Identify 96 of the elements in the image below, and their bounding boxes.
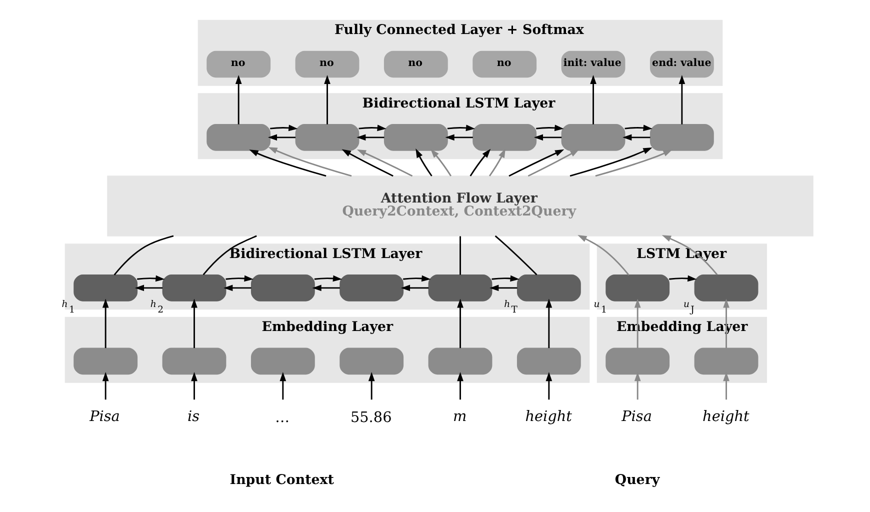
- arrow: [508, 149, 564, 177]
- arrow: [312, 284, 340, 292]
- arrow: [102, 298, 109, 348]
- arrow: [268, 147, 352, 177]
- arrow: [249, 150, 326, 177]
- arrow: [470, 148, 491, 176]
- arrow: [102, 372, 109, 400]
- node-box: [561, 124, 626, 151]
- arrow: [590, 74, 596, 124]
- arrow: [280, 372, 286, 400]
- node-box: [74, 274, 138, 302]
- arrow: [570, 148, 652, 177]
- arrow: [624, 124, 652, 132]
- node-text: height: [702, 409, 750, 426]
- arrow: [403, 275, 431, 282]
- arrow: [457, 298, 464, 348]
- node-box: init: value: [561, 50, 626, 78]
- node-box: [650, 124, 714, 151]
- arrow: [490, 284, 518, 292]
- arrow: [723, 372, 730, 400]
- arrow: [622, 134, 650, 141]
- arrow: [578, 235, 630, 276]
- connector: [114, 235, 174, 276]
- arrow: [137, 275, 165, 282]
- arrow: [662, 235, 718, 276]
- node-box: [472, 124, 537, 151]
- node-box: Attention Flow Layer Query2Context, Context2Query: [107, 176, 814, 236]
- label: Input Context: [230, 472, 334, 488]
- arrow: [270, 124, 298, 132]
- node-box: no: [206, 50, 271, 78]
- connector: [494, 235, 538, 276]
- arrow: [235, 74, 242, 124]
- node-box: [206, 124, 271, 151]
- arrow: [528, 149, 580, 177]
- arrow: [430, 148, 452, 176]
- node-box: [428, 348, 492, 375]
- node-text: Pisa: [90, 409, 120, 426]
- node-box: [250, 348, 315, 375]
- node-box: [516, 274, 581, 302]
- node-box: no: [472, 50, 537, 78]
- arrow: [358, 124, 386, 132]
- arrow: [546, 372, 552, 400]
- arrow: [546, 298, 552, 348]
- arrow: [224, 284, 252, 292]
- arrow: [457, 372, 464, 400]
- node-box: [250, 274, 315, 302]
- arrow: [595, 150, 672, 177]
- node-box: [694, 274, 758, 302]
- node-box: [606, 348, 670, 375]
- arrow: [268, 134, 296, 141]
- arrow: [314, 275, 342, 282]
- node-box: [340, 274, 404, 302]
- arrow: [226, 275, 254, 282]
- arrow: [534, 134, 562, 141]
- arrow: [356, 149, 413, 177]
- node-text: height: [525, 409, 572, 426]
- arrow: [536, 124, 564, 132]
- node-text: …: [275, 410, 290, 426]
- node-box: no: [384, 50, 448, 78]
- node-box: [516, 348, 581, 375]
- connector: [460, 236, 461, 275]
- connector: [202, 235, 257, 276]
- node-text: 55.86: [350, 410, 392, 426]
- arrow: [678, 74, 686, 124]
- arrow: [400, 284, 429, 292]
- arrow: [191, 372, 198, 400]
- arrow: [416, 148, 432, 176]
- arrow: [191, 298, 198, 348]
- node-box: end: value: [650, 50, 714, 78]
- arrow: [447, 124, 476, 132]
- arrow: [723, 298, 730, 348]
- node-box: [162, 274, 226, 302]
- node-box: [694, 348, 758, 375]
- arrow: [634, 372, 641, 400]
- arrow: [324, 74, 330, 124]
- arrow: [492, 275, 520, 282]
- arrow: [134, 284, 163, 292]
- node-box: [340, 348, 404, 375]
- arrow: [445, 134, 473, 141]
- node-text: m: [453, 409, 467, 426]
- node-box: [295, 124, 360, 151]
- arrow: [488, 148, 506, 176]
- node-box: [428, 274, 492, 302]
- node-box: [74, 348, 138, 375]
- arrow: [342, 149, 394, 177]
- arrow: [356, 134, 384, 141]
- node-box: no: [295, 50, 360, 78]
- node-box: [606, 274, 670, 302]
- arrow: [669, 275, 697, 282]
- node-text: Pisa: [622, 409, 652, 426]
- node-text: is: [188, 409, 200, 426]
- node-box: [384, 124, 448, 151]
- arrow: [634, 298, 641, 348]
- arrow: [368, 372, 375, 400]
- label: Query: [614, 472, 660, 488]
- node-box: [162, 348, 226, 375]
